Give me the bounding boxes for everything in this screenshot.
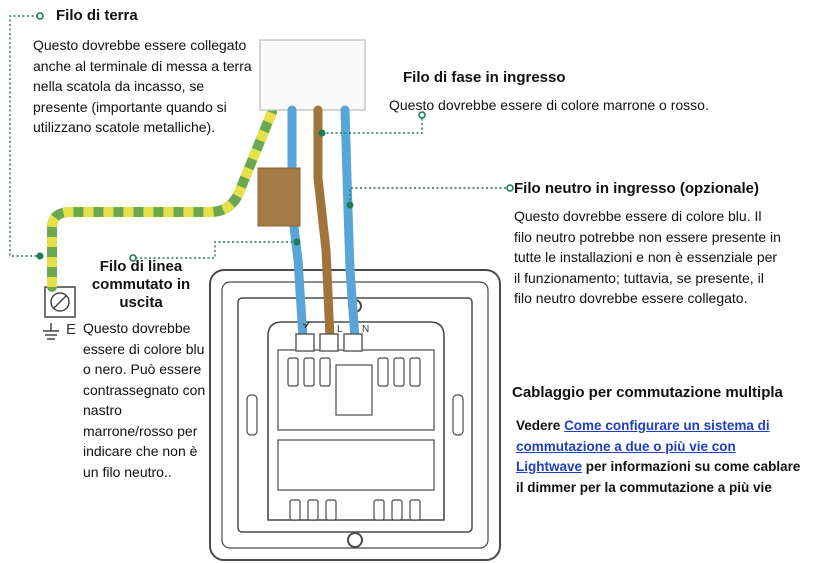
terminal-label-n: N <box>362 324 369 335</box>
live-wire <box>313 105 335 343</box>
earth-wire-description: Questo dovrebbe essere collegato anche a… <box>33 37 252 135</box>
switched-terminal-icon <box>302 321 310 329</box>
earth-terminal <box>44 286 76 318</box>
switched-wire-title: Filo di linea commutato in uscita <box>91 258 191 311</box>
wire-connector-block <box>257 167 301 227</box>
neutral-wire-description: Questo dovrebbe essere di colore blu. Il… <box>514 208 781 306</box>
neutral-wire-title: Filo neutro in ingresso (opzionale) <box>514 180 760 197</box>
multiway-description: Vedere Come configurare un sistema di co… <box>516 416 801 498</box>
switched-live-wire <box>287 105 308 343</box>
ground-symbol-icon <box>43 323 59 340</box>
callout-lines <box>9 15 508 259</box>
live-wire-title: Filo di fase in ingresso <box>403 69 566 86</box>
earth-wire-title: Filo di terra <box>56 7 138 24</box>
multiway-prefix: Vedere <box>516 418 561 433</box>
earth-terminal-label: E <box>66 321 77 338</box>
terminal-label-l: L <box>337 324 343 335</box>
multiway-title: Cablaggio per commutazione multipla <box>512 384 783 401</box>
live-wire-description: Questo dovrebbe essere di colore marrone… <box>389 97 709 113</box>
switched-wire-description: Questo dovrebbe essere di colore blu o n… <box>83 320 206 480</box>
multiway-suffix: per informazioni su come cablare il dimm… <box>516 459 801 495</box>
cable-entry-box <box>259 39 366 111</box>
mounting-slots <box>246 394 464 436</box>
terminal-block <box>295 333 363 352</box>
multiway-setup-link[interactable]: Come configurare un sistema di commutazi… <box>516 418 770 474</box>
earth-wire <box>47 107 277 292</box>
callout-dots <box>36 12 514 262</box>
neutral-wire <box>340 105 360 343</box>
vent-slots <box>287 357 421 521</box>
